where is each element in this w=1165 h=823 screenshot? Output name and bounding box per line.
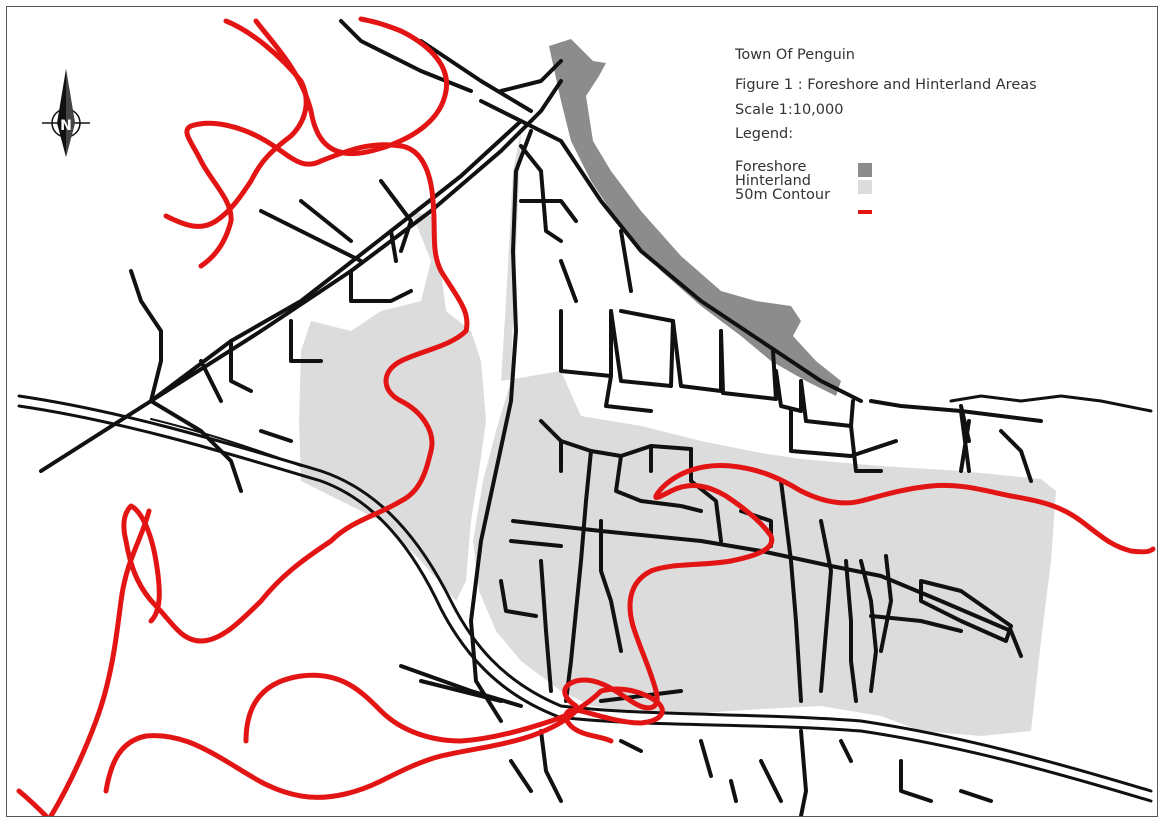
north-arrow-icon: N (42, 69, 90, 157)
map-frame: N Town Of Penguin Figure 1 : Foreshore a… (6, 6, 1158, 817)
legend-heading: Legend: (735, 126, 794, 142)
legend-label-foreshore: Foreshore (735, 159, 807, 175)
contour-line-north-west (253, 16, 449, 157)
map-scale: Scale 1:10,000 (735, 102, 844, 118)
contour-line-corner (16, 788, 49, 816)
legend-label-hinterland: Hinterland (735, 173, 811, 189)
hinterland-area-central (473, 131, 1056, 736)
legend-item-contour: 50m Contour (735, 187, 831, 203)
legend-label-contour: 50m Contour (735, 187, 831, 203)
contour-lines (16, 16, 1156, 816)
contour-line-east (562, 462, 1156, 711)
legend-item-hinterland: Hinterland (735, 173, 811, 189)
foreshore-area (549, 39, 841, 396)
contour-line-west-loop (121, 120, 470, 644)
map-title: Town Of Penguin (735, 47, 856, 63)
road-network (17, 19, 1153, 816)
figure-caption: Figure 1 : Foreshore and Hinterland Area… (735, 77, 1037, 93)
hinterland-area-west (299, 211, 486, 601)
legend-swatch-contour (858, 210, 872, 214)
contour-line-south-west (48, 508, 152, 816)
legend-item-foreshore: Foreshore (735, 159, 807, 175)
legend-swatch-foreshore (858, 163, 872, 177)
contour-line-west-upper (163, 18, 309, 229)
map-canvas[interactable] (7, 7, 1158, 817)
contour-line-south-loop (103, 708, 579, 800)
legend-swatch-hinterland (858, 180, 872, 194)
north-label: N (60, 118, 72, 134)
